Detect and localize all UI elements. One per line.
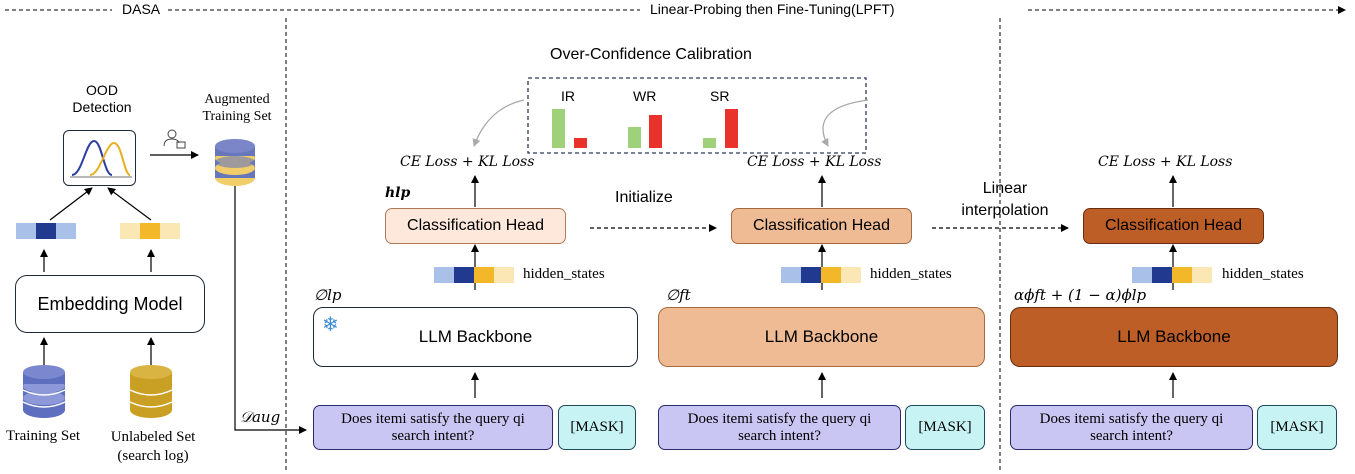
classification-head-interp-label: Classification Head [1105, 217, 1242, 234]
section-lpft-label: Linear-Probing then Fine-Tuning(LPFT) [650, 1, 895, 17]
calibration-group-ir: IR [561, 88, 575, 104]
prompt-line1-ft: Does itemi satisfy the query qi [687, 410, 872, 427]
llm-backbone-ft: LLM Backbone [658, 307, 985, 367]
training-db-icon [22, 365, 66, 418]
embedding-model-label: Embedding Model [37, 293, 183, 314]
augmented-label: Augmented Training Set [196, 91, 278, 125]
d-aug-label: 𝒟aug [240, 408, 281, 426]
ood-detection-box [63, 130, 136, 186]
bar-wr-green [628, 127, 641, 148]
mask-label-ft: [MASK] [918, 419, 972, 435]
bar-sr-green [703, 138, 716, 148]
prompt-line2-interp: search intent? [1090, 427, 1173, 444]
llm-backbone-lp-label: LLM Backbone [418, 327, 533, 346]
unlabeled-set-line2: (search log) [117, 448, 189, 464]
hidden-states-lp: hidden_states [523, 266, 605, 282]
bar-wr-red [649, 115, 662, 148]
hidden-vector-lp [434, 267, 514, 283]
vector-training [16, 223, 76, 239]
llm-backbone-ft-label: LLM Backbone [764, 327, 879, 346]
linear-interp-line2: interpolation [961, 202, 1049, 219]
llm-backbone-interp: LLM Backbone [1010, 307, 1338, 367]
classification-head-ft-label: Classification Head [753, 217, 890, 234]
bar-ir-green [552, 109, 565, 148]
augmented-label-line2: Training Set [202, 109, 272, 124]
mask-label-lp: [MASK] [570, 419, 624, 435]
classification-head-lp: Classification Head [385, 208, 566, 244]
mask-box-ft: [MASK] [905, 405, 985, 450]
vector-unlabeled [120, 223, 180, 239]
h-lp-label: hlp [385, 185, 411, 201]
prompt-line2-lp: search intent? [391, 427, 475, 444]
calibration-title: Over-Confidence Calibration [550, 46, 752, 63]
ood-label: OOD Detection [62, 82, 142, 116]
mask-box-lp: [MASK] [558, 405, 636, 450]
unlabeled-set-label: Unlabeled Set (search log) [110, 428, 196, 466]
llm-backbone-lp: ❄ LLM Backbone [313, 307, 638, 367]
snowflake-icon: ❄ [322, 312, 339, 336]
distribution-curves-icon [70, 139, 132, 178]
calibration-group-sr: SR [710, 88, 730, 104]
prompt-line1-lp: Does itemi satisfy the query qi [341, 410, 525, 427]
prompt-box-ft: Does itemi satisfy the query qi search i… [658, 405, 901, 450]
linear-interp-label: Linear interpolation [950, 178, 1060, 222]
classification-head-interp: Classification Head [1083, 208, 1264, 244]
mask-label-interp: [MASK] [1270, 419, 1324, 435]
interp-formula-label: αϕft + (1 − α)ϕlp [1014, 286, 1147, 304]
section-dasa-label: DASA [122, 1, 161, 17]
mask-box-interp: [MASK] [1257, 405, 1337, 450]
classification-head-ft: Classification Head [731, 208, 912, 244]
loss-label-interp: CE Loss + KL Loss [1098, 154, 1233, 170]
calibration-group-wr: WR [633, 88, 657, 104]
prompt-line1-interp: Does itemi satisfy the query qi [1039, 410, 1224, 427]
ood-label-line1: OOD [86, 82, 118, 98]
unlabeled-db-icon [129, 365, 173, 418]
prompt-box-lp: Does itemi satisfy the query qi search i… [313, 405, 553, 450]
loss-label-ft: CE Loss + KL Loss [747, 154, 882, 170]
initialize-label: Initialize [615, 189, 673, 206]
augmented-db-icon [215, 139, 255, 186]
prompt-box-interp: Does itemi satisfy the query qi search i… [1010, 405, 1253, 450]
bar-sr-red [725, 109, 738, 148]
unlabeled-set-line1: Unlabeled Set [110, 429, 196, 445]
bar-ir-red [574, 138, 587, 148]
phi-ft-label: ∅ft [666, 286, 691, 304]
prompt-line2-ft: search intent? [738, 427, 821, 444]
annotator-icon [163, 129, 186, 149]
classification-head-lp-label: Classification Head [407, 217, 544, 234]
loss-label-lp: CE Loss + KL Loss [400, 154, 535, 170]
linear-interp-line1: Linear [982, 180, 1028, 197]
augmented-label-line1: Augmented [204, 92, 270, 107]
embedding-model-box: Embedding Model [15, 275, 205, 333]
ood-label-line2: Detection [72, 99, 132, 115]
training-set-label: Training Set [6, 428, 81, 444]
hidden-vector-ft [781, 267, 861, 283]
phi-lp-label: ∅lp [314, 286, 342, 304]
hidden-vector-interp [1132, 267, 1212, 283]
llm-backbone-interp-label: LLM Backbone [1117, 327, 1231, 346]
hidden-states-ft: hidden_states [870, 266, 952, 282]
hidden-states-interp: hidden_states [1222, 266, 1304, 282]
